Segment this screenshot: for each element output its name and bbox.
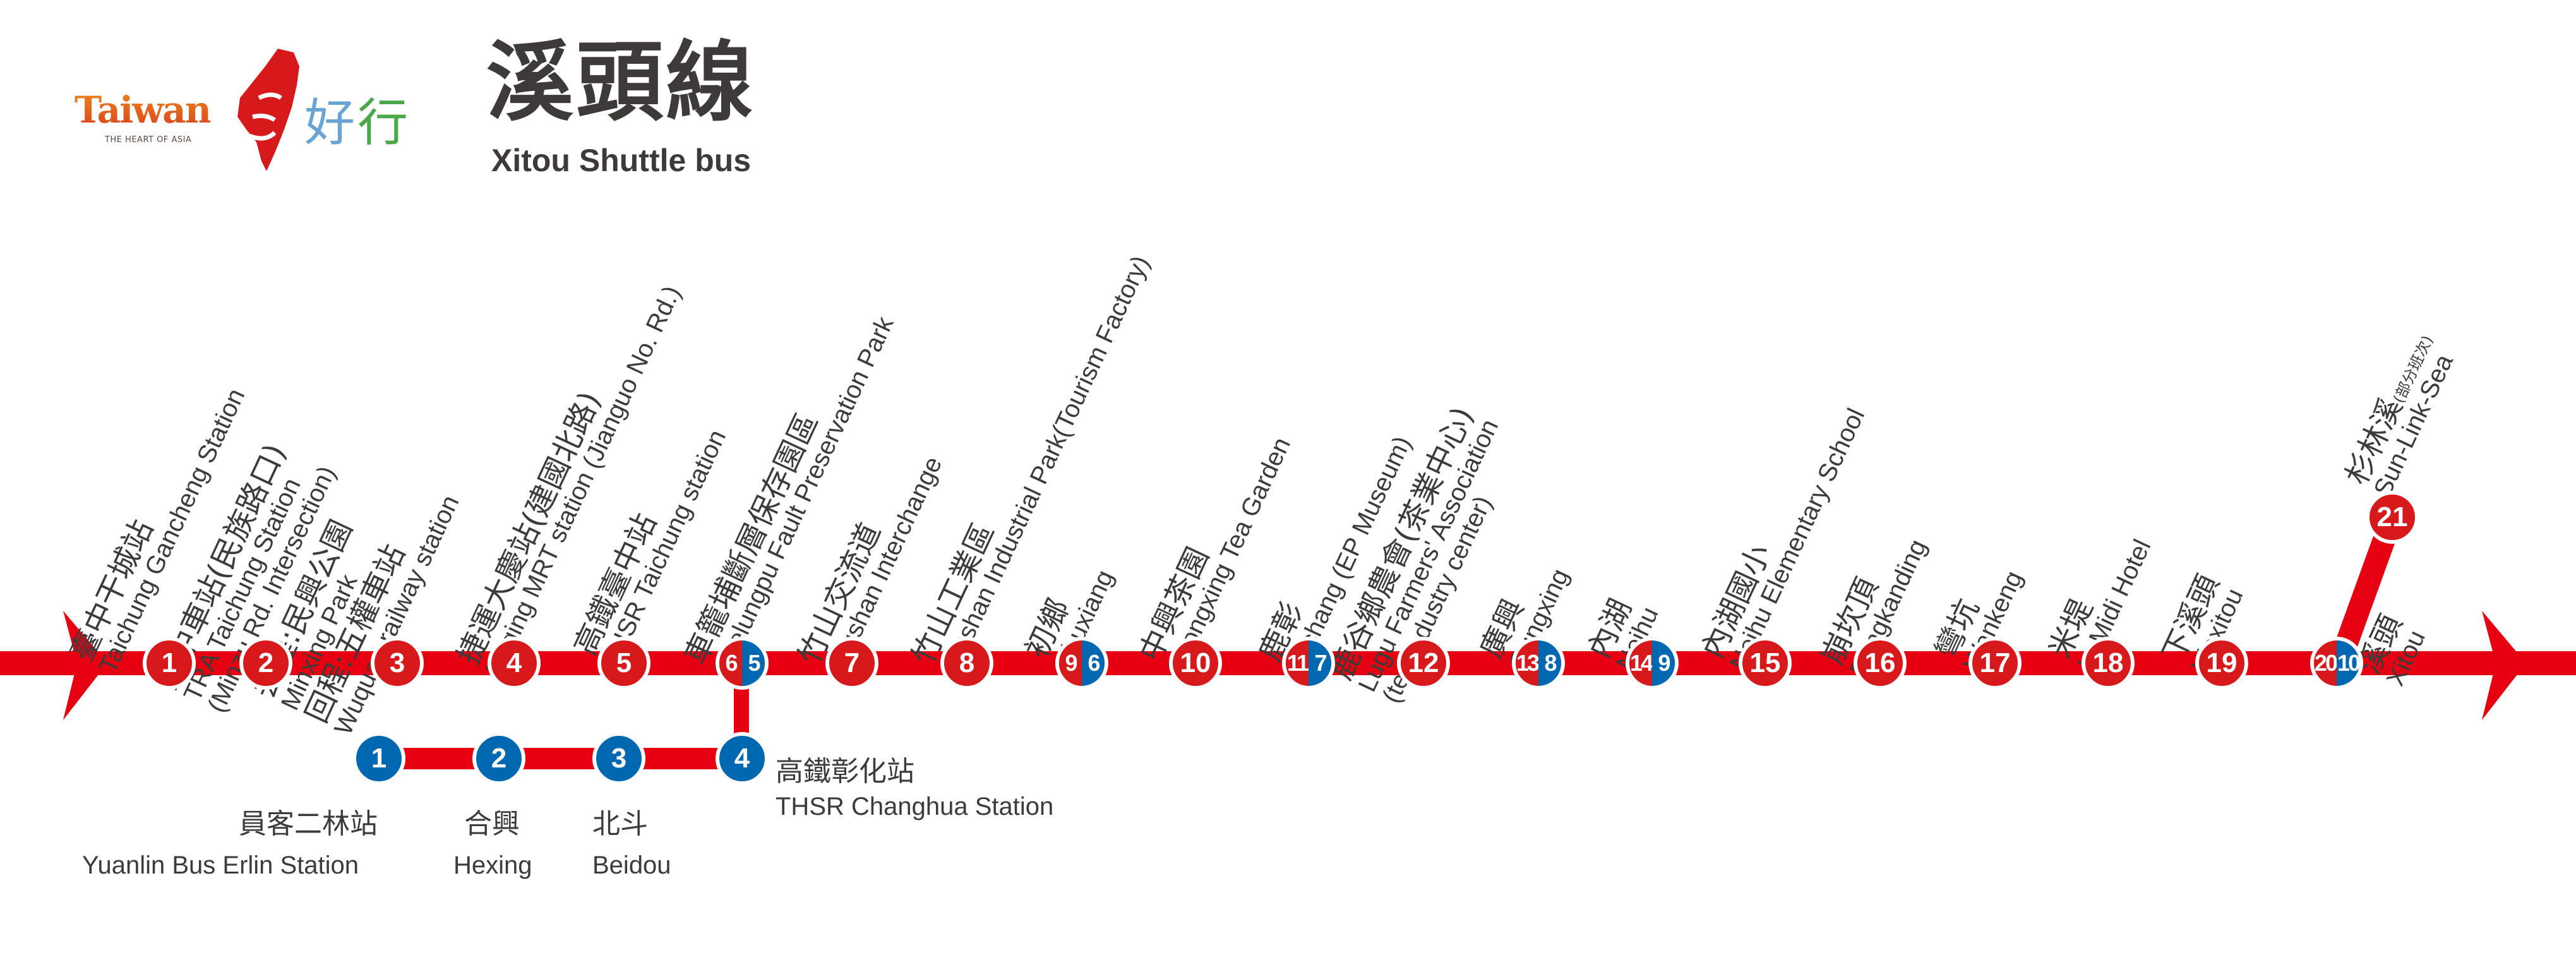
station-marker-7[interactable]: 7 (825, 637, 878, 690)
branch-station-label-en: Beidou (592, 851, 671, 879)
station-marker-15[interactable]: 15 (1739, 637, 1792, 690)
station-marker-19[interactable]: 19 (2195, 637, 2248, 690)
station-marker-12[interactable]: 12 (1397, 637, 1450, 690)
station-marker-5[interactable]: 5 (597, 637, 650, 690)
logo-tagline: THE HEART OF ASIA (105, 135, 192, 145)
branch-station-label-zh: 合興 (464, 808, 520, 840)
station-marker-3[interactable]: 3 (371, 637, 424, 690)
branch-station-label-zh: 員客二林站 (239, 808, 378, 840)
arrow-right-icon (2482, 611, 2526, 720)
branch-station-label-en: Yuanlin Bus Erlin Station (82, 851, 359, 879)
logo-char-hao: 好 (304, 93, 357, 152)
station-marker-21[interactable]: 21 (2366, 491, 2419, 544)
branch-station-label-en: THSR Changhua Station (776, 793, 1054, 820)
station-marker-4[interactable]: 4 (488, 637, 541, 690)
station-marker-17[interactable]: 17 (1968, 637, 2022, 690)
taiwan-island-icon (237, 49, 299, 171)
station-marker-1[interactable]: 1 (143, 637, 196, 690)
branch-station-marker-2[interactable]: 2 (472, 732, 525, 785)
branch-line (379, 748, 742, 769)
branch-station-marker-4[interactable]: 4 (716, 732, 769, 785)
page-subtitle: Xitou Shuttle bus (491, 143, 752, 178)
branch-station-marker-3[interactable]: 3 (592, 732, 645, 785)
branch-station-label-zh: 北斗 (592, 808, 648, 840)
station-marker-8[interactable]: 8 (940, 637, 993, 690)
station-marker-2[interactable]: 2 (239, 637, 292, 690)
page-title: 溪頭線 (486, 32, 756, 133)
branch-station-label-zh: 高鐵彰化站 (776, 755, 914, 788)
branch-station-marker-1[interactable]: 1 (352, 732, 405, 785)
station-marker-10[interactable]: 10 (1169, 637, 1222, 690)
logo-char-xing: 行 (357, 93, 410, 152)
branch-station-label-en: Hexing (453, 851, 532, 879)
logo-wordmark: Taiwan (75, 88, 212, 131)
arrow-left-icon (63, 611, 107, 720)
station-marker-16[interactable]: 16 (1854, 637, 1907, 690)
station-marker-18[interactable]: 18 (2082, 637, 2135, 690)
logo-calligraphy: 好行 (304, 82, 410, 155)
